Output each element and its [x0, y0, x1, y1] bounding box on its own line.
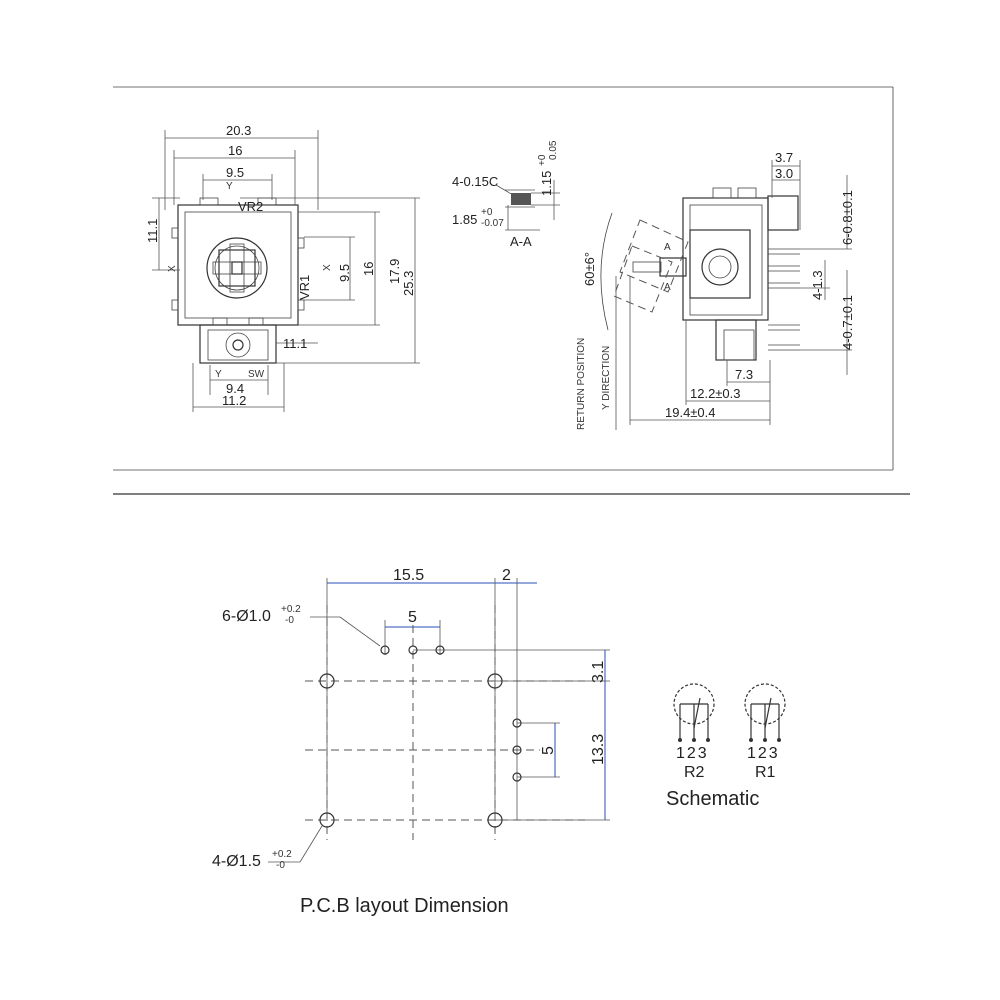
label-sw: SW	[248, 369, 265, 380]
side-view	[600, 160, 852, 430]
dim-9-4: 9.4	[226, 381, 244, 396]
schematic-r1	[744, 683, 786, 742]
pcb-hole-4-tol2: -0	[276, 860, 285, 871]
pcb-dim-13-3: 13.3	[590, 734, 607, 765]
pcb-dim-2: 2	[502, 567, 511, 584]
label-x-right: X	[322, 264, 333, 271]
schematic-r1-label: R1	[755, 764, 776, 781]
dim-16-top: 16	[228, 143, 242, 158]
pcb-dim-5-side: 5	[540, 746, 557, 755]
pcb-title: P.C.B layout Dimension	[300, 895, 509, 917]
label-4-0-15c: 4-0.15C	[452, 174, 498, 189]
dim-3-0: 3.0	[775, 166, 793, 181]
label-return-position: RETURN POSITION	[576, 338, 587, 430]
dim-11-1-left: 11.1	[145, 219, 160, 243]
dim-6-0-8: 6-0.8±0.1	[840, 190, 855, 245]
section-a-a	[495, 180, 560, 231]
dim-11-2: 11.2	[222, 393, 246, 408]
dim-11-1-bottom: 11.1	[283, 336, 307, 351]
pcb-hole-6-tol: +0.2	[281, 604, 301, 615]
schematic-title: Schematic	[666, 788, 759, 810]
schematic-r2-pins: 123	[676, 745, 709, 762]
label-y-direction: Y DIRECTION	[601, 346, 612, 410]
schematic-r2-label: R2	[684, 764, 705, 781]
label-y-bottom: Y	[215, 369, 222, 380]
label-y-top: Y	[226, 181, 233, 192]
front-view	[152, 130, 420, 412]
dim-16-side: 16	[361, 262, 376, 276]
dim-17-9: 17.9	[387, 259, 402, 284]
pcb-hole-4-tol: +0.2	[272, 849, 292, 860]
pcb-dim-15-5: 15.5	[393, 567, 424, 584]
pcb-dim-3-1: 3.1	[590, 661, 607, 683]
label-vr2: VR2	[238, 199, 263, 214]
pcb-hole-6: 6-Ø1.0	[222, 608, 271, 625]
dim-9-5-side: 9.5	[337, 264, 352, 282]
dim-20-3: 20.3	[226, 123, 251, 138]
pcb-dim-5-top: 5	[408, 609, 417, 626]
dim-4-0-7: 4-0.7±0.1	[840, 295, 855, 350]
label-a-upper: A	[664, 242, 671, 253]
dim-1-15-sub: 0.05	[548, 140, 559, 160]
schematic-r1-pins: 123	[747, 745, 780, 762]
dim-9-5-top: 9.5	[226, 165, 244, 180]
dim-4-1-3: 4-1.3	[810, 270, 825, 300]
dim-1-85-sub: -0.07	[481, 218, 504, 229]
dim-1-85-sup: +0	[481, 207, 493, 218]
dim-19-4: 19.4±0.4	[665, 405, 716, 420]
pcb-hole-6-tol2: -0	[285, 615, 294, 626]
dim-7-3: 7.3	[735, 367, 753, 382]
pcb-layout	[268, 578, 610, 863]
pcb-hole-4: 4-Ø1.5	[212, 853, 261, 870]
dim-1-85: 1.85	[452, 212, 477, 227]
dim-1-15-sup: +0	[537, 154, 548, 166]
top-panel-frame	[113, 86, 910, 495]
label-a-a: A-A	[510, 234, 532, 249]
dim-25-3: 25.3	[401, 271, 416, 296]
dim-angle: 60±6°	[582, 252, 597, 286]
label-x-left: X	[167, 265, 178, 272]
label-a-lower: A	[664, 282, 671, 293]
dim-1-15: 1.15	[539, 171, 554, 196]
dim-3-7: 3.7	[775, 150, 793, 165]
label-vr1: VR1	[297, 275, 312, 300]
dim-12-2: 12.2±0.3	[690, 386, 741, 401]
schematic-r2	[673, 683, 715, 742]
